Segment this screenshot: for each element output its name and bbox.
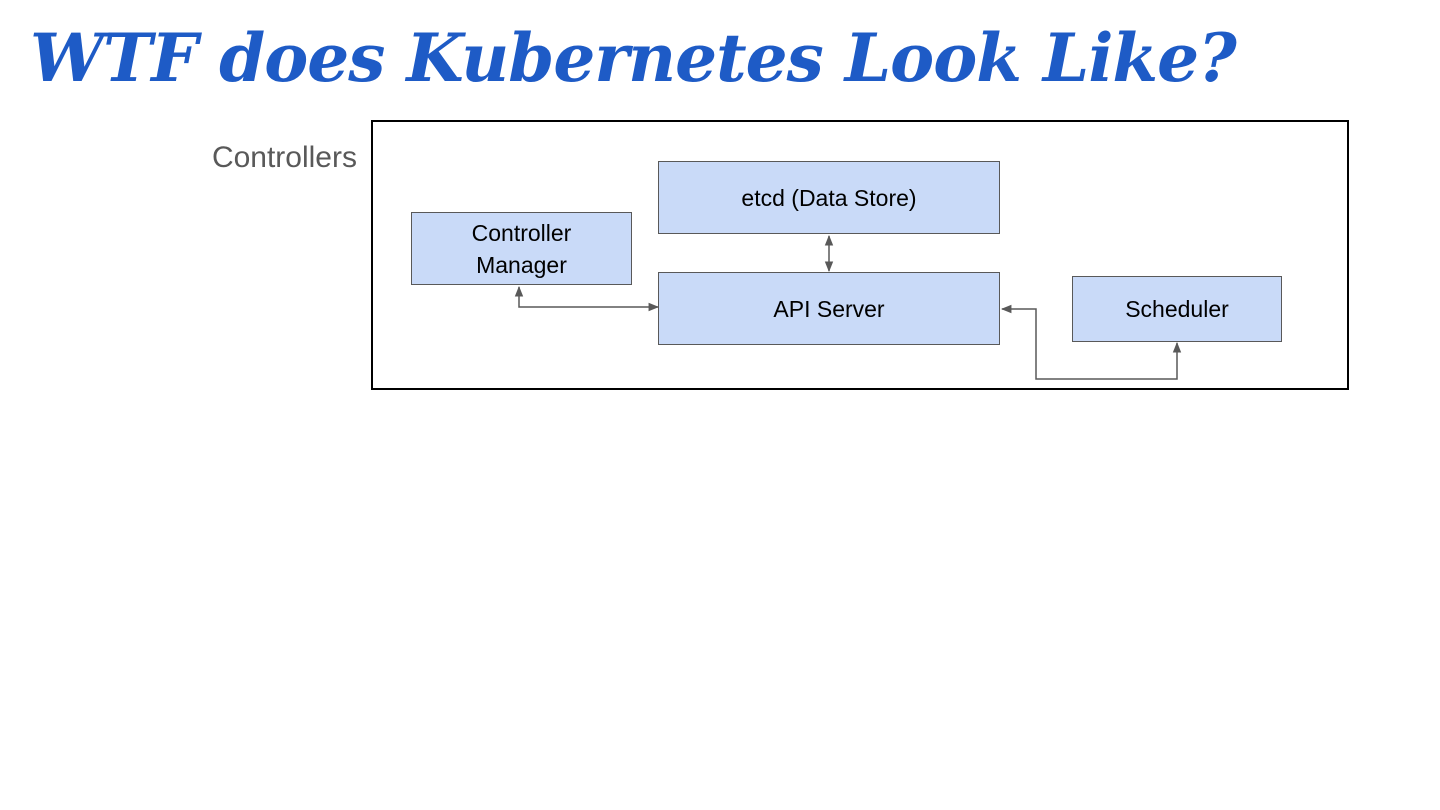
control-plane-frame [371,120,1349,390]
scheduler-label: Scheduler [1125,296,1229,322]
etcd-node: etcd (Data Store) [658,161,1000,234]
controller-manager-label: Controller Manager [471,219,572,278]
controller-manager-api-connector [514,285,660,312]
slide-title: WTF does Kubernetes Look Like? [30,19,1237,97]
scheduler-api-connector [1000,304,1182,380]
etcd-label: etcd (Data Store) [741,184,917,211]
api-server-node: API Server [658,272,1000,345]
api-server-label: API Server [773,295,885,322]
controllers-label: Controllers [211,141,357,174]
scheduler-node: Scheduler [1072,276,1282,342]
controller-manager-node: Controller Manager [411,212,632,285]
